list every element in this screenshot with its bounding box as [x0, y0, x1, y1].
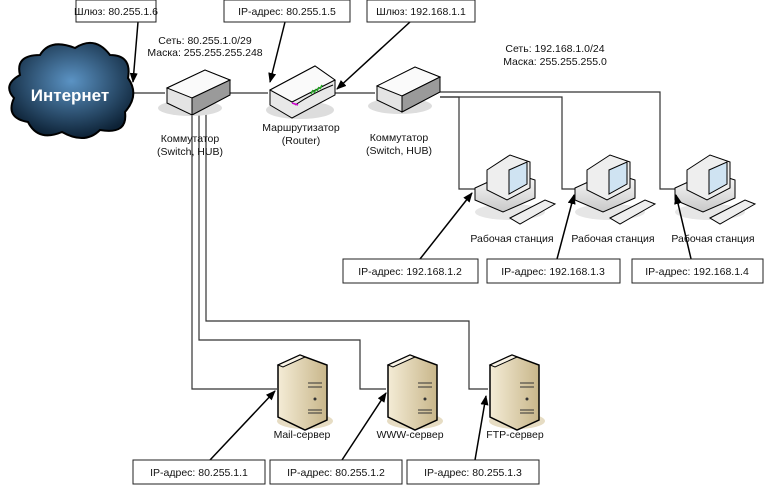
- workstation-label: Рабочая станция: [470, 233, 553, 245]
- switch-icon: [368, 66, 442, 114]
- router-sublabel: (Router): [282, 135, 321, 147]
- internet-cloud: Интернет: [8, 41, 135, 139]
- workstation-ip-text: IP-адрес: 192.168.1.2: [358, 266, 462, 278]
- router-ip-text: IP-адрес: 80.255.1.5: [238, 6, 336, 18]
- switch1-label: Коммутатор: [161, 133, 220, 145]
- workstation-ip-box: IP-адрес: 192.168.1.4: [631, 258, 764, 284]
- server-icon: [276, 354, 333, 431]
- workstation-ip-box: IP-адрес: 192.168.1.3: [486, 258, 621, 284]
- switch-icon: [158, 69, 232, 116]
- workstation-ip-text: IP-адрес: 192.168.1.3: [501, 266, 605, 278]
- lan-mask-text: Маска: 255.255.255.0: [503, 56, 607, 68]
- router-icon: [266, 65, 336, 119]
- workstation-ip-box: IP-адрес: 192.168.1.2: [342, 258, 479, 284]
- workstation-icon: [574, 154, 657, 225]
- switch2-label: Коммутатор: [370, 132, 429, 144]
- workstation-ip-text: IP-адрес: 192.168.1.4: [645, 266, 749, 278]
- server-label: WWW-сервер: [376, 429, 443, 441]
- workstation-label: Рабочая станция: [571, 233, 654, 245]
- server-ip-box: IP-адрес: 80.255.1.3: [406, 459, 540, 485]
- gateway-wan-box: Шлюз: 80.255.1.6: [74, 0, 158, 23]
- server-ip-box: IP-адрес: 80.255.1.1: [132, 459, 266, 485]
- gateway-wan-text: Шлюз: 80.255.1.6: [74, 6, 158, 18]
- server-ip-text: IP-адрес: 80.255.1.1: [150, 467, 248, 479]
- wires: [130, 91, 676, 390]
- server-icon: [488, 354, 545, 431]
- router-ip-box: IP-адрес: 80.255.1.5: [223, 0, 351, 23]
- gateway-lan-box: Шлюз: 192.168.1.1: [366, 0, 476, 23]
- router-label: Маршрутизатор: [262, 122, 340, 134]
- server-label: FTP-сервер: [486, 429, 544, 441]
- server-icon: [386, 354, 443, 431]
- wan-mask-text: Маска: 255.255.255.248: [147, 47, 262, 59]
- lan-network-text: Сеть: 192.168.1.0/24: [505, 43, 604, 55]
- workstation-icon: [674, 154, 757, 225]
- internet-label: Интернет: [31, 86, 109, 105]
- pointer-arrows: [129, 21, 693, 461]
- server-ip-text: IP-адрес: 80.255.1.3: [424, 467, 522, 479]
- switch2-sublabel: (Switch, HUB): [366, 145, 432, 157]
- server-ip-text: IP-адрес: 80.255.1.2: [287, 467, 385, 479]
- server-ip-box: IP-адрес: 80.255.1.2: [269, 459, 403, 485]
- workstation-icon: [474, 154, 557, 225]
- switch1-sublabel: (Switch, HUB): [157, 146, 223, 158]
- gateway-lan-text: Шлюз: 192.168.1.1: [376, 6, 466, 18]
- server-label: Mail-сервер: [274, 429, 331, 441]
- workstation-label: Рабочая станция: [671, 233, 754, 245]
- wan-network-text: Сеть: 80.255.1.0/29: [158, 35, 252, 47]
